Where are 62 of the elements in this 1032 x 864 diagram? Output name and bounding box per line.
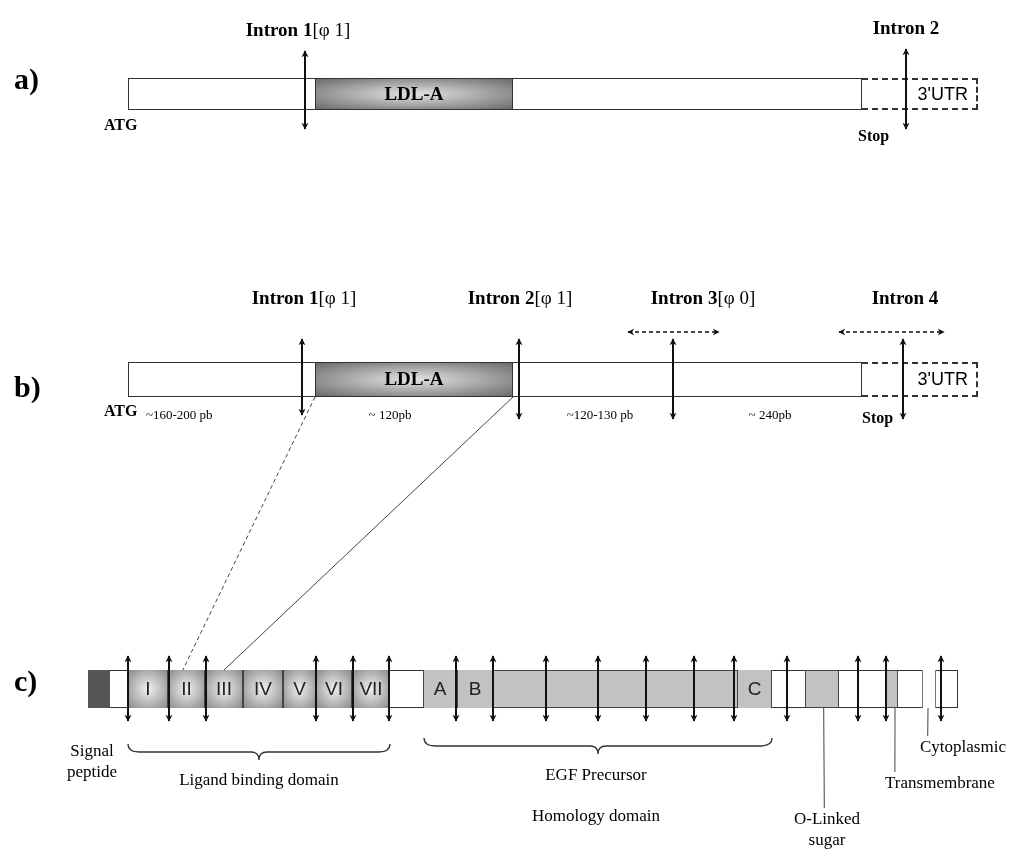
length-label: ~120-130 pb — [565, 406, 635, 424]
callout-label: Cytoplasmic — [920, 736, 1030, 758]
panel-label: c) — [14, 663, 39, 699]
ldl-repeat-segment — [205, 670, 243, 708]
length-label: ~ 240pb — [747, 406, 793, 424]
callout-label: Transmembrane — [848, 772, 1032, 796]
gene-bar — [128, 78, 862, 110]
ldl-repeat-segment — [168, 670, 205, 708]
repeat-label: II — [181, 676, 192, 701]
ldl-repeat-segment — [316, 670, 352, 708]
domain-label: LDL-A — [384, 81, 444, 106]
repeat-label: VI — [325, 676, 343, 701]
egf-repeat-segment — [423, 670, 457, 708]
repeat-label: B — [468, 676, 482, 701]
mapping-line — [182, 396, 316, 671]
domain-label: LDL-A — [384, 367, 444, 392]
ldl-repeat-segment — [243, 670, 283, 708]
panel-label: a) — [14, 61, 40, 97]
utr-label: 3'UTR — [917, 82, 968, 106]
mapping-line — [223, 396, 514, 671]
ldl-repeat-segment — [283, 670, 316, 708]
stop-codon-label: Stop — [862, 408, 895, 429]
utr-box — [862, 78, 978, 110]
leader-line — [927, 707, 929, 737]
repeat-label: VII — [359, 676, 383, 701]
length-label: ~ 120pb — [367, 406, 413, 424]
intron-label: Intron 1[φ 1] — [250, 286, 358, 310]
panel-label: b) — [14, 369, 42, 405]
o-linked-sugar-segment — [805, 670, 839, 708]
repeat-label: IV — [254, 676, 272, 701]
egf-homology-segment — [493, 670, 737, 708]
repeat-label: V — [293, 676, 306, 701]
intron-label: Intron 2 — [871, 16, 941, 40]
signal-peptide-segment — [88, 670, 110, 708]
leader-line — [894, 707, 896, 773]
domain-caption: EGF Precursor — [544, 764, 648, 786]
repeat-label: A — [433, 676, 447, 701]
intron-label: Intron 2[φ 1] — [466, 286, 574, 310]
domain-caption: Signal peptide — [65, 740, 118, 783]
intron-label: Intron 1[φ 1] — [244, 18, 352, 42]
domain-caption: Ligand binding domain — [178, 769, 340, 791]
gene-bar — [128, 362, 862, 397]
utr-label: 3'UTR — [917, 368, 968, 391]
egf-repeat-segment — [737, 670, 772, 708]
ldl-repeat-segment — [128, 670, 168, 708]
repeat-label: III — [216, 676, 232, 701]
repeat-label: I — [145, 676, 151, 701]
length-label: ~160-200 pb — [146, 406, 214, 424]
intron-label: Intron 4 — [870, 286, 940, 310]
callout-label: O-Linked sugar — [782, 808, 872, 860]
stop-codon-label: Stop — [858, 126, 891, 147]
start-codon-label: ATG — [104, 401, 139, 421]
egf-repeat-segment — [457, 670, 493, 708]
repeat-label: C — [747, 676, 762, 701]
start-codon-label: ATG — [104, 115, 139, 135]
utr-box — [862, 362, 978, 397]
intron-label: Intron 3[φ 0] — [649, 286, 757, 310]
protein-bar — [88, 670, 958, 708]
ldl-a-domain — [315, 78, 513, 110]
domain-caption: Homology domain — [531, 805, 661, 827]
ldl-a-domain — [315, 362, 513, 397]
leader-line — [823, 707, 825, 809]
